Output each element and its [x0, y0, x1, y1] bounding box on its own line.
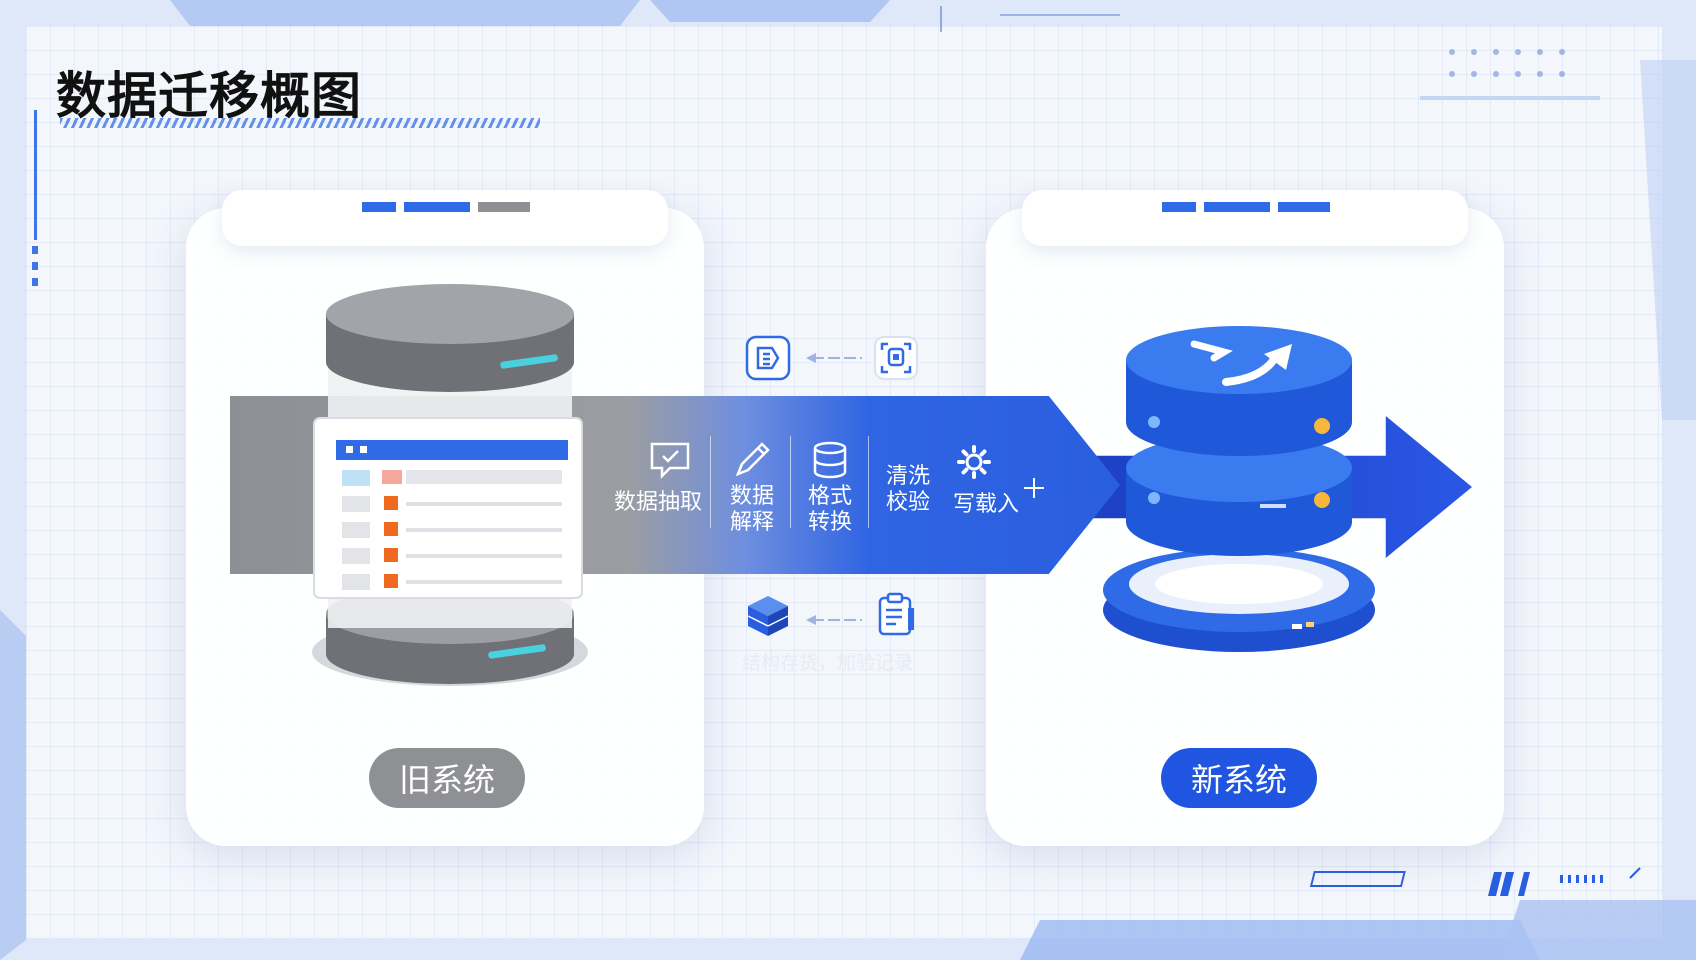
arrow-left-icon	[806, 353, 862, 363]
old-system-card-tab	[222, 190, 668, 246]
new-database-icon	[1103, 326, 1375, 652]
step-label-clean: 清洗校验	[885, 464, 930, 515]
clipboard-icon	[878, 592, 914, 636]
old-database-icon	[312, 284, 588, 686]
step-label-convert: 格式转换	[807, 484, 852, 535]
database-icon	[813, 441, 847, 479]
step-separator	[868, 436, 869, 528]
step-separator	[790, 436, 791, 528]
arrow-left-icon	[806, 615, 862, 625]
step-label-parse: 数据解释	[729, 484, 774, 535]
step-separator	[710, 436, 711, 528]
gear-icon	[957, 445, 991, 479]
chat-check-icon	[650, 442, 690, 480]
step-label-extract: 数据抽取	[613, 490, 702, 515]
bottom-annotation: 结构存货，加验记录	[742, 652, 914, 674]
cube-stack-icon	[747, 596, 789, 636]
step-label-load: 写载入	[952, 492, 1019, 517]
pen-icon	[735, 442, 770, 477]
card-tab-indicator	[1162, 202, 1330, 212]
new-system-card-tab	[1022, 190, 1468, 246]
document-icon	[745, 335, 791, 381]
sparkle-icon	[1024, 478, 1044, 498]
card-tab-indicator	[362, 202, 530, 212]
new-system-label: 新系统	[1161, 748, 1317, 808]
page-title: 数据迁移概图	[56, 67, 362, 125]
scan-icon	[874, 336, 918, 380]
old-system-label: 旧系统	[369, 748, 525, 808]
title-underline-decoration	[60, 118, 540, 128]
